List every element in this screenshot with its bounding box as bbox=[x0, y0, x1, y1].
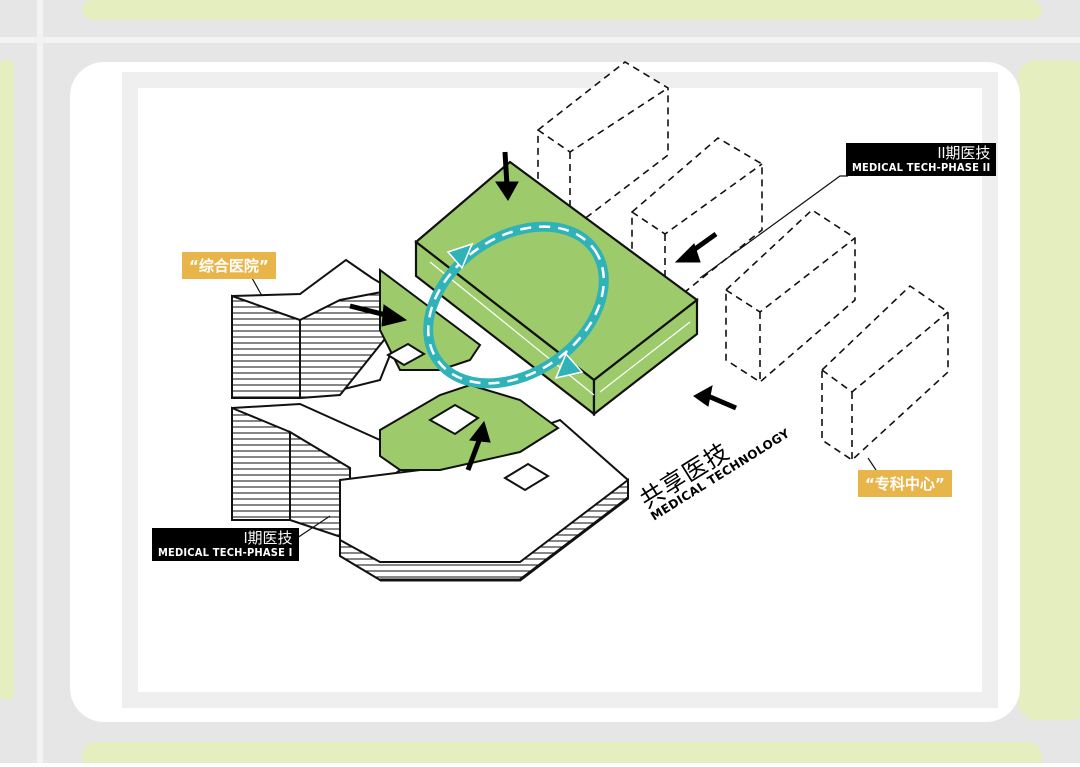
loop-arrow-bottom bbox=[554, 352, 584, 380]
podium-edge bbox=[380, 496, 629, 582]
courtyard-2 bbox=[503, 462, 550, 492]
arrow-left-icon bbox=[349, 303, 408, 327]
label-phase1: I期医技 MEDICAL TECH-PHASE I bbox=[152, 528, 299, 561]
leader-general bbox=[251, 277, 263, 297]
entry-arrows bbox=[349, 151, 737, 471]
dashed-building-4 bbox=[821, 284, 949, 462]
dashed-building-3 bbox=[725, 208, 856, 383]
tag-general-hospital: “综合医院” bbox=[182, 252, 276, 279]
arrow-center-icon bbox=[465, 420, 491, 471]
arrow-top-icon bbox=[495, 151, 519, 201]
courtyard-3 bbox=[386, 342, 426, 367]
leader-specialty bbox=[867, 457, 877, 471]
dashed-building-2 bbox=[631, 137, 763, 309]
phase1-green-roof-center bbox=[379, 383, 560, 471]
loop-arrow-top bbox=[446, 242, 474, 270]
tag-specialty-center: “专科中心” bbox=[858, 470, 952, 497]
phase1-building bbox=[231, 258, 629, 582]
label-phase2-en: MEDICAL TECH-PHASE II bbox=[852, 161, 991, 175]
circulation-loop bbox=[423, 221, 609, 389]
courtyard-1 bbox=[428, 403, 480, 436]
label-phase2-cn: II期医技 bbox=[937, 144, 991, 162]
label-phase1-en: MEDICAL TECH-PHASE I bbox=[158, 546, 293, 560]
leader-phase2 bbox=[699, 175, 848, 279]
arrow-lower-right-icon bbox=[693, 385, 737, 411]
arrow-right-icon bbox=[674, 231, 718, 263]
label-phase2: II期医技 MEDICAL TECH-PHASE II bbox=[846, 143, 997, 176]
specialty-center-buildings bbox=[537, 61, 949, 462]
phase2-building bbox=[414, 160, 699, 417]
label-phase1-cn: I期医技 bbox=[243, 529, 293, 547]
